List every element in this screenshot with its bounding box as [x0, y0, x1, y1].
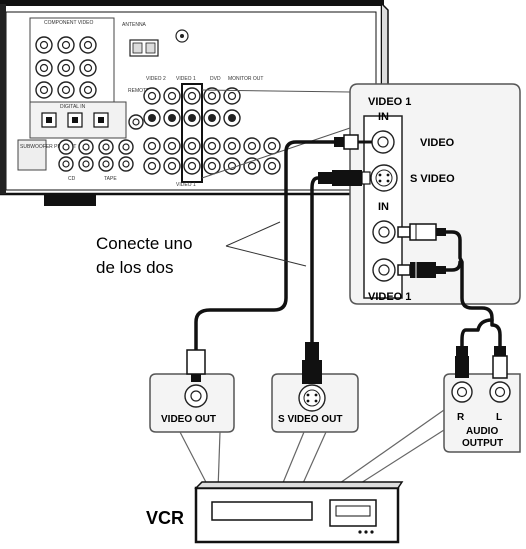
note-line-1: Conecte uno [96, 234, 192, 253]
video-cable [194, 140, 336, 352]
antenna-terminals [129, 29, 189, 57]
vcr-video-out-box: VIDEO OUT [149, 349, 235, 433]
inset-audio-in-label: IN [378, 201, 389, 213]
optical-inputs [41, 112, 109, 128]
svideo-jacks-row [143, 109, 241, 127]
component-video-label: COMPONENT VIDEO [44, 20, 93, 26]
inset-bottom-label: VIDEO 1 [368, 291, 411, 303]
video-jacks-row1 [143, 87, 241, 105]
subwoofer-label: SUBWOOFER PRE OUT [20, 144, 76, 150]
svideo-cable [310, 176, 320, 344]
audio-cable-r [444, 260, 462, 272]
audio-jacks-lower-left [58, 139, 134, 172]
cables [194, 140, 502, 352]
inset-svideo-label: S VIDEO [410, 173, 455, 185]
component-video-jacks [35, 36, 97, 99]
video1-bottom-label: VIDEO 1 [176, 182, 196, 188]
audio-cable-l [444, 230, 502, 348]
vcr-audio-output-label-2: OUTPUT [462, 438, 503, 449]
remote-label: REMOTE [128, 88, 150, 94]
cd-label: CD [68, 176, 76, 182]
inset-audio-plug-white [397, 223, 446, 241]
vcr-svideo-out-box: S VIDEO OUT [271, 342, 359, 433]
audio-cable-split [460, 318, 494, 348]
dvd-label: DVD [210, 76, 221, 82]
video1-top-label: VIDEO 1 [176, 76, 196, 82]
antenna-label: ANTENNA [122, 22, 147, 28]
digital-in-label: DIGITAL IN [60, 104, 86, 110]
vcr-audio-l-label: L [496, 412, 502, 423]
monitor-out-label: MONITOR OUT [228, 76, 263, 82]
vcr-audio-r-label: R [457, 412, 465, 423]
inset-audio-plug-red [397, 262, 446, 278]
inset-in-label: IN [378, 111, 389, 123]
vcr-device [194, 481, 404, 544]
note-pointer-lines [225, 221, 307, 267]
vcr-label: VCR [146, 508, 184, 528]
vcr-audio-output-box: R L AUDIO OUTPUT [443, 346, 521, 453]
inset-video-label: VIDEO [420, 137, 455, 149]
video2-label: VIDEO 2 [146, 76, 166, 82]
vcr-video-out-label: VIDEO OUT [161, 414, 216, 425]
inset-video-plug [334, 134, 372, 150]
audio-jacks-video-section [143, 137, 281, 175]
note-line-2: de los dos [96, 258, 174, 277]
inset-title: VIDEO 1 [368, 96, 411, 108]
vcr-svideo-out-label: S VIDEO OUT [278, 414, 342, 425]
inset-svideo-plug [318, 170, 371, 186]
box-pointer-lines [179, 409, 445, 491]
tape-label: TAPE [104, 176, 117, 182]
video1-inset-panel: VIDEO 1 IN VIDEO S VIDEO IN VIDEO 1 [318, 83, 521, 305]
vcr-audio-output-label-1: AUDIO [466, 426, 498, 437]
